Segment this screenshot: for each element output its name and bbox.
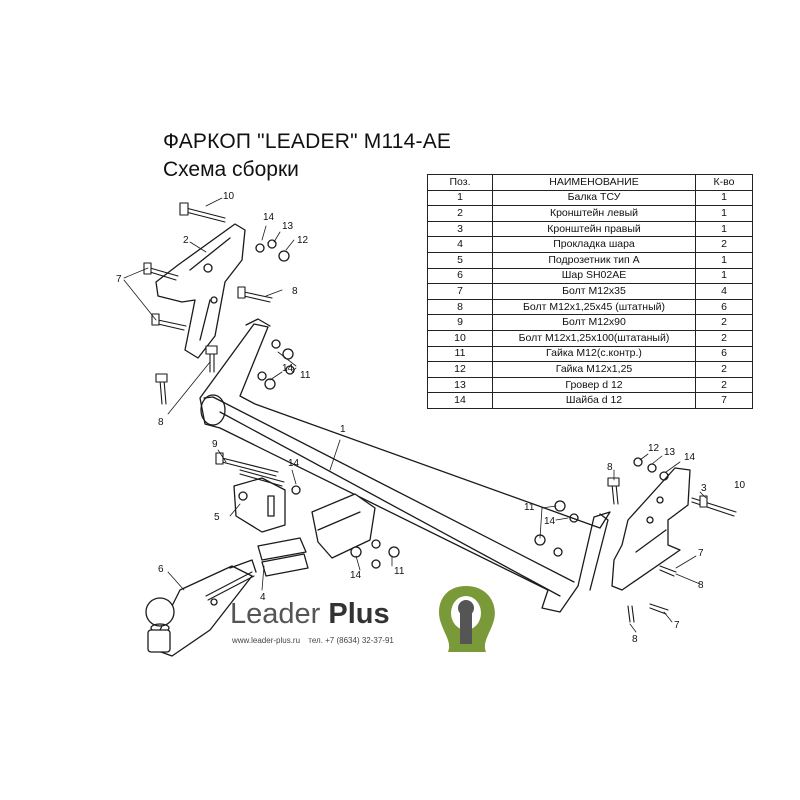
callout-14: 14 <box>544 516 556 527</box>
cell-name: Шайба d 12 <box>492 392 696 409</box>
callout-11: 11 <box>300 370 311 381</box>
callout-10: 10 <box>734 480 746 491</box>
callout-14: 14 <box>350 570 362 581</box>
brand-name-part1: Leader <box>230 598 321 630</box>
cell-qty: 7 <box>695 392 753 409</box>
brand-contacts: www.leader-plus.ru тел. +7 (8634) 32-37-… <box>232 636 400 645</box>
brand-name: Leader Plus <box>230 598 390 630</box>
cell-name: Болт М12х1,25х45 (штатный) <box>492 298 696 316</box>
brand-name-part2: Plus <box>328 598 390 630</box>
phone-text: тел. +7 (8634) 32-37-91 <box>308 636 394 645</box>
callout-2: 2 <box>183 235 189 246</box>
callout-8: 8 <box>632 634 638 645</box>
callout-14: 14 <box>288 458 300 469</box>
callout-14: 14 <box>263 212 275 223</box>
callout-11: 11 <box>524 502 535 513</box>
leader-plus-logo <box>439 586 495 652</box>
callout-4: 4 <box>260 592 266 603</box>
callout-10: 10 <box>223 191 235 202</box>
callout-13: 13 <box>664 447 676 458</box>
page-title: ФАРКОП "LEADER" M114-AE <box>163 130 452 153</box>
callout-8: 8 <box>607 462 613 473</box>
cell-name: Болт М12х35 <box>492 283 696 300</box>
callout-9: 9 <box>212 439 218 450</box>
leader-lines <box>123 197 707 633</box>
page-subtitle: Схема сборки <box>163 158 299 181</box>
right-bracket <box>611 467 691 591</box>
callout-11: 11 <box>394 566 405 577</box>
callout-13: 13 <box>282 221 294 232</box>
socket-plate <box>233 477 286 533</box>
callout-7: 7 <box>698 548 704 559</box>
callout-14: 14 <box>282 363 294 374</box>
callout-8: 8 <box>698 580 704 591</box>
callout-8: 8 <box>158 417 164 428</box>
callout-8: 8 <box>292 286 298 297</box>
callout-12: 12 <box>648 443 660 454</box>
callout-5: 5 <box>214 512 220 523</box>
callout-numbers: 10 14 13 12 2 7 8 14 11 8 1 9 14 5 4 14 … <box>116 191 746 645</box>
callout-7: 7 <box>116 274 122 285</box>
left-bracket <box>155 223 246 359</box>
tow-beam <box>199 318 611 613</box>
beam-tabs <box>311 493 376 559</box>
callout-12: 12 <box>297 235 309 246</box>
website-link[interactable]: www.leader-plus.ru <box>232 636 301 645</box>
callout-14: 14 <box>684 452 696 463</box>
callout-1: 1 <box>340 424 346 435</box>
callout-7: 7 <box>674 620 680 631</box>
ball-spacers <box>257 537 309 577</box>
callout-3: 3 <box>701 483 707 494</box>
ball-mount <box>145 559 257 657</box>
callout-6: 6 <box>158 564 164 575</box>
cell-name: Кронштейн правый <box>492 220 696 238</box>
